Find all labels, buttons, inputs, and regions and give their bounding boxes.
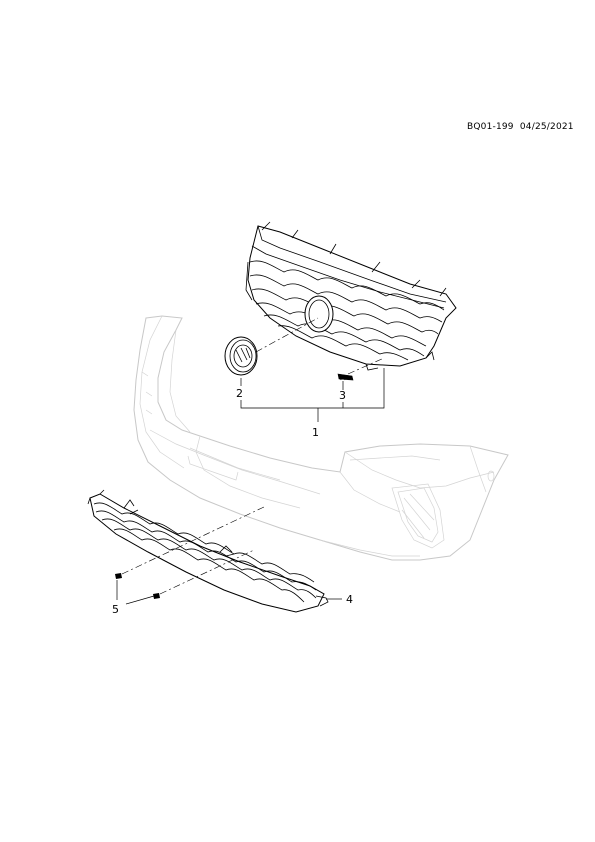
- grille-clip: [337, 373, 354, 381]
- callout-5: 5: [112, 603, 119, 616]
- grille-emblem: [224, 336, 258, 376]
- document-id: BQ01-199 04/25/2021: [467, 122, 574, 132]
- leader-lines: [116, 368, 385, 605]
- callout-2: 2: [236, 387, 243, 400]
- upper-grille-assembly: [245, 221, 457, 371]
- callout-4: 4: [346, 593, 353, 606]
- callout-1: 1: [312, 426, 319, 439]
- callout-3: 3: [339, 389, 346, 402]
- lower-grille-fastener: [115, 573, 160, 599]
- assembly-center-lines: [121, 317, 385, 595]
- lower-grille: [87, 489, 329, 613]
- front-bumper-fascia: [133, 315, 509, 561]
